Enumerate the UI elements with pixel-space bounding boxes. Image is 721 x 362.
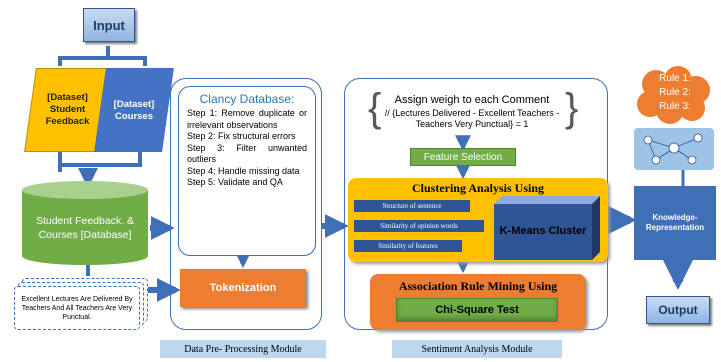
- database-cylinder: [22, 181, 148, 265]
- chi-square-box: Chi-Square Test: [396, 298, 558, 322]
- weigh-formula: // {Lectures Delivered - Excellent Teach…: [384, 108, 560, 129]
- knowledge-label: Knowledge-Representation: [645, 213, 705, 232]
- kmeans-label: K-Means Cluster: [499, 225, 587, 237]
- step-2: Step 2: Fix structural errors: [187, 131, 296, 141]
- step-3: Step 3: Filter unwanted outliers: [187, 142, 307, 165]
- knowledge-box: Knowledge-Representation: [634, 186, 716, 260]
- database-label: Student Feedback. & Courses [Database]: [35, 215, 135, 241]
- sample-text: Excellent Lectures Are Delivered By Teac…: [14, 286, 140, 330]
- assign-weigh-box: Assign weigh to each Comment // {Lecture…: [372, 86, 572, 138]
- step-1: Step 1: Remove duplicate or irrelevant o…: [187, 108, 307, 130]
- sample-text-content: Excellent Lectures Are Delivered By Teac…: [21, 295, 133, 321]
- cluster-item-3: Similarity of features: [354, 240, 462, 252]
- cluster-item-1-text: Structure of sentence: [382, 202, 442, 210]
- tokenization-box: Tokenization: [180, 269, 306, 307]
- preprocessing-module-text: Data Pre- Processing Module: [184, 343, 302, 355]
- tokenization-label: Tokenization: [209, 282, 277, 294]
- clancy-title: Clancy Database:: [199, 92, 295, 106]
- preprocessing-module: [170, 78, 322, 330]
- feature-selection-label: Feature Selection: [423, 151, 503, 163]
- brace-right: }: [565, 86, 579, 130]
- clancy-panel: Clancy Database: Step 1: Remove duplicat…: [178, 86, 316, 256]
- output-label: Output: [658, 303, 698, 317]
- rules-cloud: [637, 66, 710, 124]
- cluster-item-2-text: Similarity of opinion words: [380, 222, 458, 230]
- rules-list: Rule 1: Rule 2: Rule 3:: [650, 72, 700, 114]
- network-graph-image: [634, 128, 714, 170]
- step-5: Step 5: Validate and QA: [187, 177, 283, 187]
- rule-3: Rule 3:: [659, 101, 691, 112]
- rule-2: Rule 2:: [659, 87, 691, 98]
- input-label: Input: [93, 17, 125, 33]
- rule-1: Rule 1:: [659, 73, 691, 84]
- assign-weigh-text: Assign weigh to each Comment: [394, 94, 550, 106]
- cluster-item-1: Structure of sentence: [354, 200, 470, 212]
- cluster-item-2: Similarity of opinion words: [354, 220, 484, 232]
- association-title: Association Rule Mining Using: [398, 278, 558, 293]
- preprocessing-module-label: Data Pre- Processing Module: [160, 340, 326, 358]
- step-4: Step 4: Handle missing data: [187, 165, 300, 176]
- dataset-courses-label: [Dataset] Courses: [113, 99, 155, 122]
- cluster-item-3-text: Similarity of features: [378, 242, 438, 250]
- feature-selection-box: Feature Selection: [410, 148, 516, 166]
- clustering-title: Clustering Analysis Using: [411, 180, 545, 195]
- sentiment-module-text: Sentiment Analysis Module: [421, 343, 533, 355]
- dataset-feedback-label: [Dataset] Student Feedback: [45, 92, 90, 127]
- brace-left: {: [368, 86, 382, 130]
- input-box: Input: [83, 8, 135, 42]
- output-box: Output: [646, 296, 710, 324]
- chi-square-label: Chi-Square Test: [435, 304, 519, 316]
- sentiment-module-label: Sentiment Analysis Module: [392, 340, 562, 358]
- kmeans-cube: [494, 196, 600, 260]
